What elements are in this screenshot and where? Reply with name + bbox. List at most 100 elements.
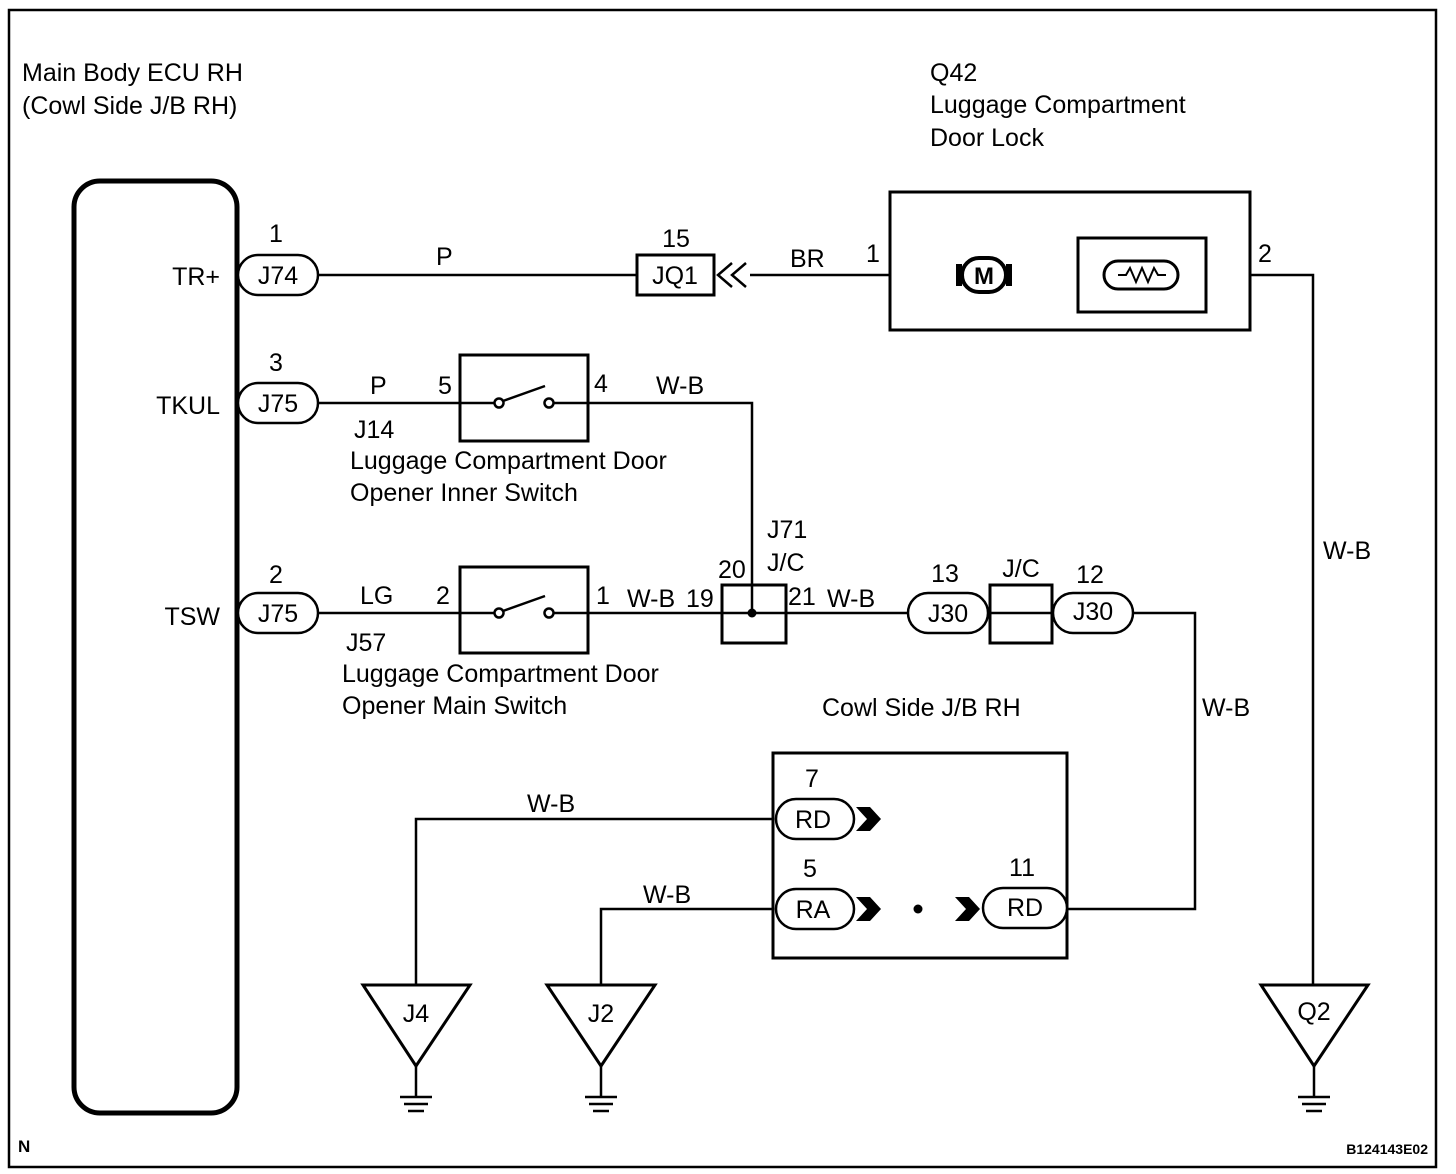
jb-connector-label: RA [796,896,831,924]
inner-switch-box [458,353,590,443]
main-switch-box [458,565,590,655]
main-switch: 2 1 [436,565,610,655]
inner-switch: 5 4 [438,353,608,443]
j71-code: J71 [767,516,807,544]
j71-pin-top: 20 [718,556,746,584]
pin-number: 3 [269,349,283,377]
cowl-jb-title: Cowl Side J/B RH [822,694,1021,722]
earth-icon [1298,1095,1330,1113]
main-switch-title-line2: Opener Main Switch [342,692,567,720]
door-lock-pin-right: 2 [1258,240,1272,268]
wire-ground-j4 [414,817,776,985]
arrow-chevron-1 [716,262,733,288]
connector-shape [236,591,320,635]
connector-label: JQ1 [652,262,698,290]
main-switch-code: J57 [346,629,386,657]
ecu-title-line1: Main Body ECU RH [22,59,243,87]
junction-j71: J71 J/C 20 19 21 [686,516,816,645]
j71-type: J/C [767,549,805,577]
wire-color-door-lock-in: BR [790,245,825,273]
ground-j4: J4 [360,983,473,1113]
main-switch-title-line1: Luggage Compartment Door [342,660,659,688]
ground-point-icon [1258,983,1371,1069]
connector-shape [236,253,320,297]
ecu-signal-tkul: TKUL [156,392,220,420]
connector-jq1: 15 JQ1 [635,225,747,297]
main-switch-pin-right: 1 [596,582,610,610]
switch-blade-icon [502,594,546,613]
pin-number: 2 [269,561,283,589]
wire-color-j30-out: W-B [1202,694,1250,722]
motor-label: M [974,263,994,290]
jb-connector-rd-7 [774,797,856,841]
door-lock-component: 1 2 M [866,190,1272,332]
arrow-icon [856,897,881,921]
pin-number: 1 [269,220,283,248]
jb-pin-5: 5 [803,855,817,883]
inner-switch-title-line2: Opener Inner Switch [350,479,578,507]
ground-point-icon [544,983,658,1069]
wire-color-ground-j2: W-B [643,881,691,909]
motor-icon: M [956,256,1012,294]
ground-label: J4 [403,1000,430,1028]
door-lock-pin-left: 1 [866,240,880,268]
switch-contact-icon [493,607,505,619]
wire-color-inner-out: W-B [656,372,704,400]
wire-ground-j2 [599,907,776,985]
inner-switch-pin-left: 5 [438,372,452,400]
inner-switch-code: J14 [354,416,394,444]
inner-switch-title-line1: Luggage Compartment Door [350,447,667,475]
jb-connector-label: RD [795,806,831,834]
ground-label: Q2 [1297,998,1330,1026]
ecu-signal-tsw: TSW [164,603,220,631]
wire-inner-out [588,401,754,613]
connector-label: J75 [258,390,298,418]
switch-contact-icon [493,397,505,409]
connector-label: J74 [258,262,298,290]
jb-pin-11: 11 [1009,854,1035,882]
wire-door-lock-ground [1250,273,1315,985]
j71-pin-right: 21 [788,583,816,611]
j30-connector-left [906,591,990,635]
ground-label: J2 [588,1000,614,1028]
ecu-connector-j75-tsw: 2 J75 [236,561,320,635]
resistor-icon [1102,259,1180,291]
j30-type: J/C [1002,555,1040,583]
wire-color-tr-plus: P [436,243,453,271]
jb-connector-ra-5 [774,887,856,931]
ecu-signal-tr-plus: TR+ [172,263,220,291]
connector-label: J75 [258,600,298,628]
j71-pin-left: 19 [686,585,714,613]
arrow-chevron-2 [730,262,747,288]
ground-point-icon [360,983,473,1069]
switch-contact-icon [543,607,555,619]
ground-j2: J2 [544,983,658,1113]
footer-figure-id: B124143E02 [1346,1141,1428,1157]
door-lock-code: Q42 [930,59,977,87]
splice-dot [747,608,757,618]
door-lock-title-line1: Luggage Compartment [930,91,1186,119]
junction-j30: 13 12 J/C J30 J30 [906,555,1135,645]
wires [318,273,1315,985]
arrow-icon [955,897,980,921]
ecu-connector-j75-tkul: 3 J75 [236,349,320,425]
wire-color-j71-out: W-B [827,585,875,613]
connector-shape [236,381,320,425]
ground-q2: Q2 [1258,983,1371,1113]
connector-shape [635,253,716,297]
ecu-connector-j74: 1 J74 [236,220,320,297]
earth-icon [400,1095,432,1113]
arrow-icon [856,807,881,831]
pin-number: 15 [662,225,690,253]
jb-connector-rd-11 [981,886,1069,930]
switch-blade-icon [502,384,546,403]
jb-connector-label: RD [1007,894,1043,922]
wire-color-tsw: LG [360,582,393,610]
ecu-body [71,178,240,1116]
switch-contact-icon [543,397,555,409]
j30-label-left: J30 [928,600,968,628]
wire-color-door-lock-ground: W-B [1323,537,1371,565]
ecu-title-line2: (Cowl Side J/B RH) [22,92,237,120]
j30-label-right: J30 [1073,598,1113,626]
